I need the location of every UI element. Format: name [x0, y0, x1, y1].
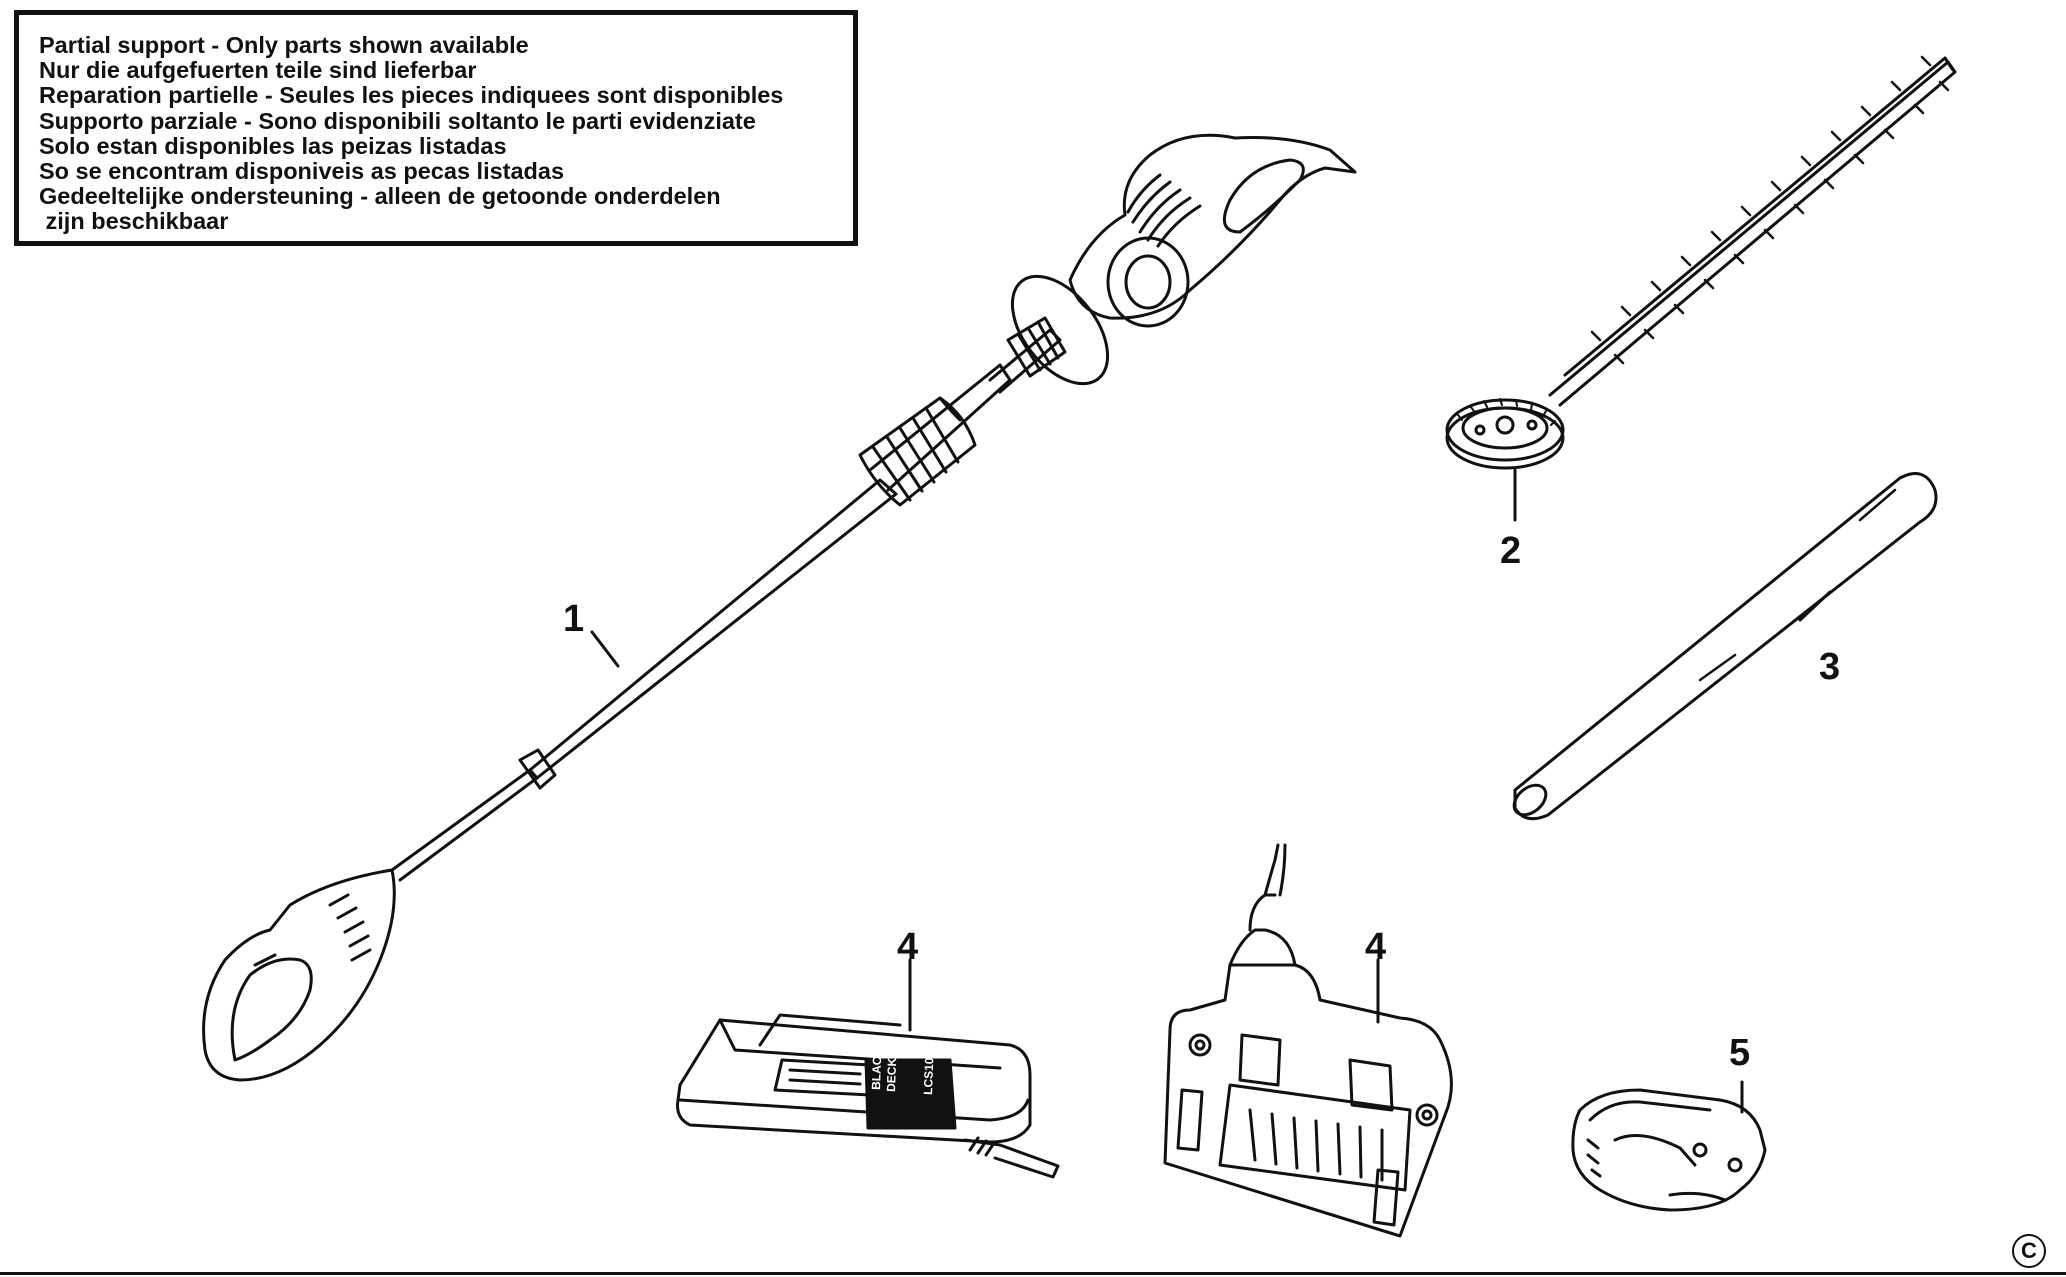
notice-line-nl: Gedeeltelijke ondersteuning - alleen de …	[39, 183, 721, 210]
head-coupling	[1006, 316, 1067, 378]
part-3-blade-sheath	[1512, 472, 1938, 821]
charger-brand-panel	[864, 1058, 957, 1130]
charger-brand-1: BLACK+	[869, 1041, 885, 1090]
rear-grip-handle	[202, 868, 396, 1082]
part-5-battery	[1571, 1080, 1767, 1212]
blade-teeth-bottom	[1613, 80, 1950, 365]
callout-5: 5	[1729, 1032, 1751, 1074]
callout-leader-3	[1798, 590, 1832, 622]
charger-model-label: LCS1020	[921, 1044, 937, 1095]
charger-cable	[963, 1136, 1060, 1179]
callout-2: 2	[1500, 530, 1522, 572]
frame-bottom-line	[0, 1272, 2066, 1275]
part-4a-charger: BLACK+ DECKER LCS1020	[676, 958, 1060, 1179]
notice-line-de: Nur die aufgefuerten teile sind lieferba…	[39, 57, 477, 84]
notice-line-pt: So se encontram disponiveis as pecas lis…	[39, 158, 565, 185]
notice-line-fr: Reparation partielle - Seules les pieces…	[39, 82, 784, 109]
pole-locking-collar	[858, 396, 977, 507]
copyright-icon: C	[2012, 1234, 2046, 1268]
part-1-pole-assembly	[202, 133, 1357, 1082]
blade-drive-gear	[1445, 398, 1565, 470]
part-2-blade-assembly	[1445, 55, 1957, 522]
callout-3: 3	[1819, 646, 1841, 688]
blade-teeth-top	[1590, 55, 1932, 342]
pole-joint-sleeve	[518, 748, 557, 790]
callout-leader-1	[590, 630, 620, 668]
callout-4a: 4	[897, 926, 919, 968]
notice-line-it: Supporto parziale - Sono disponibili sol…	[39, 107, 756, 134]
blade-bar	[1548, 56, 1957, 407]
pole-lower-shaft	[390, 478, 898, 882]
part-4b-charger	[1163, 843, 1453, 1238]
notice-line-en: Partial support - Only parts shown avail…	[39, 32, 529, 58]
callout-1: 1	[563, 598, 585, 640]
notice-line-nl-cont: zijn beschikbaar	[39, 208, 229, 235]
callout-4b: 4	[1365, 926, 1387, 968]
charger-brand-2: DECKER	[884, 1041, 900, 1092]
notice-line-es: Solo estan disponibles las peizas listad…	[39, 132, 507, 159]
motor-head	[1068, 133, 1357, 328]
availability-notice: Partial support - Only parts shown avail…	[14, 10, 858, 246]
